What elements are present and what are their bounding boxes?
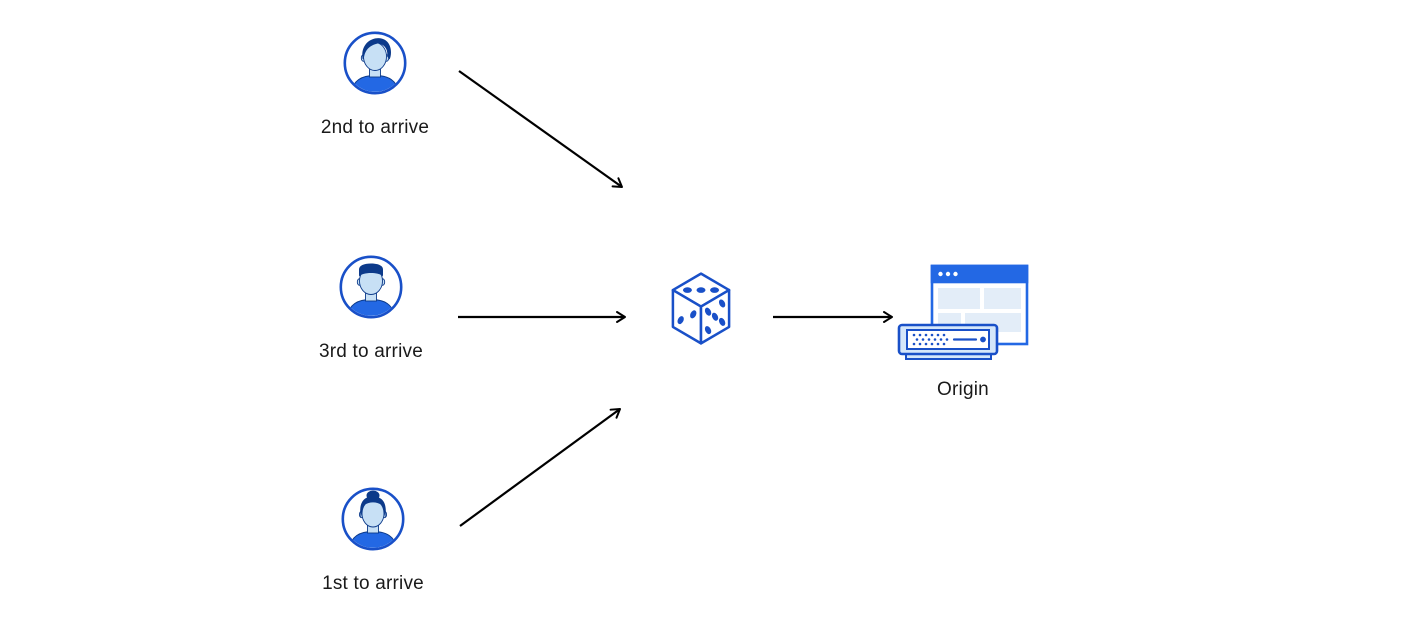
avatar-man-short-hair-icon — [339, 255, 403, 319]
node-label-client-second: 2nd to arrive — [320, 117, 430, 138]
arrow-client-second-to-dice — [458, 70, 623, 188]
node-client-third: 3rd to arrive — [291, 255, 451, 363]
server-vent-dots — [912, 333, 949, 346]
node-client-first: 1st to arrive — [293, 487, 453, 595]
node-label-origin: Origin — [937, 379, 989, 400]
origin-browser-server-icon — [893, 260, 1033, 363]
avatar-man-swept-hair-icon — [343, 31, 407, 95]
avatar-woman-bun-icon — [341, 487, 405, 551]
node-label-client-first: 1st to arrive — [322, 573, 424, 594]
node-origin: Origin — [893, 260, 1033, 401]
node-client-second: 2nd to arrive — [295, 31, 455, 139]
dice-icon — [670, 271, 732, 346]
node-label-client-third: 3rd to arrive — [319, 341, 423, 362]
arrow-client-first-to-dice — [459, 408, 621, 527]
